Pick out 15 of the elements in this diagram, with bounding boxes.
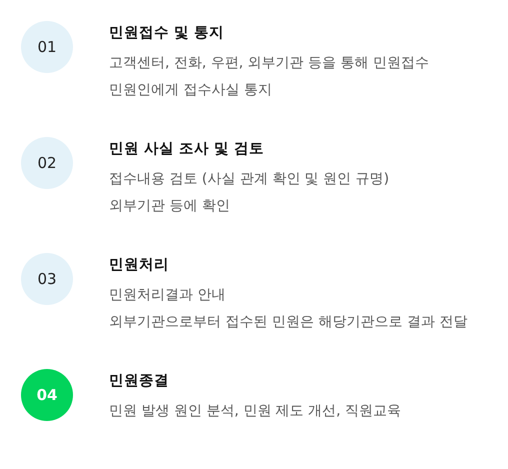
step-number: 02 [37,156,57,170]
step-description: 외부기관으로부터 접수된 민원은 해당기관으로 결과 전달 [109,313,468,332]
step-description: 접수내용 검토 (사실 관계 확인 및 원인 규명) [109,170,390,189]
step-heading: 민원종결 [109,372,169,391]
step-number: 03 [37,272,57,286]
step-description: 민원처리결과 안내 [109,286,226,305]
step-description: 고객센터, 전화, 우편, 외부기관 등을 통해 민원접수 [109,54,430,73]
step-number: 01 [37,40,57,54]
step-description: 민원인에게 접수사실 통지 [109,81,272,100]
step-number: 04 [36,388,58,402]
step-description: 외부기관 등에 확인 [109,197,230,216]
step-heading: 민원 사실 조사 및 검토 [109,140,264,159]
step-description: 민원 발생 원인 분석, 민원 제도 개선, 직원교육 [109,402,402,421]
step-heading: 민원접수 및 통지 [109,24,224,43]
step-heading: 민원처리 [109,256,169,275]
